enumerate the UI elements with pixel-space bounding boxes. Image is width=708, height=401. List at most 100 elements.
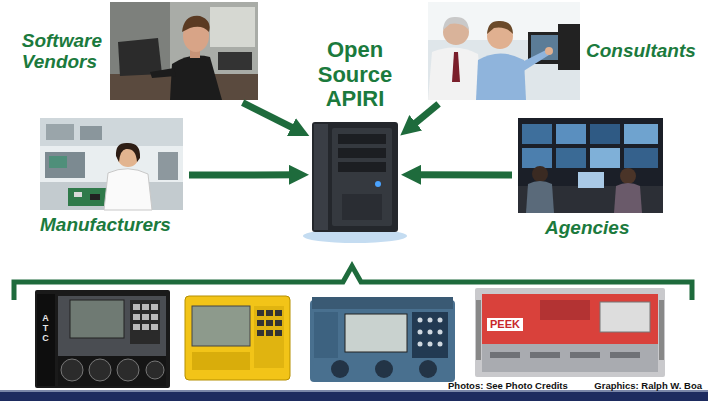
server-tower-part [338, 162, 386, 172]
server-tower-part [342, 194, 382, 220]
blue-controller-part [419, 360, 437, 378]
server-tower-part [375, 181, 381, 187]
manufacturers-photo-part [158, 152, 178, 180]
manufacturers-photo-part [116, 143, 140, 162]
blue-controller-part [375, 360, 393, 378]
rack-controller-part [530, 352, 560, 358]
yellow-controller-part [185, 296, 290, 380]
blue-controller-part [438, 330, 443, 335]
blue-controller-part [418, 330, 423, 335]
blue-controller-part [428, 330, 433, 335]
consultants-photo [428, 2, 580, 100]
blue-controller-part [310, 300, 455, 382]
consultants-photo-part [518, 50, 549, 72]
blue-controller-part [438, 342, 443, 347]
rack-controller-part [610, 352, 640, 358]
atc-controller-part [151, 314, 158, 320]
blue-controller-part [412, 312, 448, 358]
agencies-photo-part [578, 172, 604, 188]
server-tower-part [338, 148, 386, 158]
consultants-photo-part [428, 2, 580, 100]
rack-controller-part [482, 344, 658, 372]
agencies-photo-part [518, 118, 663, 213]
consultants-photo-part [545, 47, 553, 55]
rack-controller-part [482, 294, 658, 344]
rack-controller [475, 288, 665, 377]
manufacturers-photo-part [40, 118, 183, 146]
actor-label: Consultants [586, 40, 696, 61]
agencies-node: Agencies [518, 118, 663, 213]
atc-controller-part [146, 361, 164, 379]
atc-controller-part [142, 314, 149, 320]
agencies-photo-part [624, 148, 658, 168]
server-tower-part [314, 124, 328, 230]
blue-controller-part [418, 342, 423, 347]
manufacturers-photo-part [49, 156, 67, 168]
agencies-photo-part [624, 124, 658, 144]
connector-arrow [408, 104, 439, 129]
consultants-photo-part [476, 54, 526, 101]
manufacturers-photo-part [104, 169, 152, 210]
rack-controller-part [570, 352, 600, 358]
actor-label: Agencies [545, 217, 629, 238]
agencies-photo-part [522, 124, 552, 144]
agencies-photo-part [620, 168, 636, 184]
software-vendor-photo-part [170, 56, 222, 100]
agencies-photo-part [532, 166, 548, 182]
controller-logo: ATC [41, 314, 50, 344]
manufacturers-photo-part [46, 124, 74, 140]
atc-controller-part [37, 294, 55, 386]
credit-note: Graphics: Ralph W. Boa [594, 380, 702, 391]
atc-controller-part [142, 304, 149, 310]
consultants-node: Consultants [428, 2, 580, 100]
consultants-photo-part [487, 21, 513, 34]
rack-controller-part [600, 302, 650, 332]
manufacturers-photo-part [80, 126, 102, 140]
manufacturers-node: Manufacturers [40, 118, 183, 210]
yellow-controller-part [266, 310, 273, 316]
consultants-photo-part [443, 17, 469, 30]
yellow-controller-part [254, 306, 284, 368]
atc-controller-part [133, 314, 140, 320]
software-vendor-photo-part [110, 2, 258, 100]
rack-controller-part [476, 300, 481, 360]
blue-controller-part [314, 312, 338, 358]
server-tower [303, 122, 407, 243]
yellow-controller-part [257, 330, 264, 336]
atc-controller-part [151, 324, 158, 330]
agencies-photo-part [522, 148, 552, 168]
atc-controller-part [117, 359, 139, 381]
atc-controller-part [133, 304, 140, 310]
agencies-photo [518, 118, 663, 213]
blue-controller-part [428, 342, 433, 347]
blue-controller-part [428, 318, 433, 323]
connector-arrow [189, 171, 299, 178]
atc-controller-part [142, 324, 149, 330]
blue-controller-part [438, 318, 443, 323]
agencies-photo-part [590, 148, 620, 168]
agencies-photo-part [614, 183, 642, 213]
connector-arrow [411, 171, 512, 178]
software-vendor-photo-part [218, 52, 252, 70]
actor-label: Manufacturers [40, 214, 171, 235]
manufacturers-photo-part [40, 118, 183, 210]
agencies-photo-part [556, 148, 586, 168]
manufacturers-photo [40, 118, 183, 210]
software-vendors-node: Software Vendors [110, 2, 258, 100]
consultants-photo-part [428, 47, 483, 100]
yellow-controller-part [257, 310, 264, 316]
atc-controller-part [130, 300, 160, 344]
manufacturers-photo-part [74, 192, 82, 197]
actor-label: Software Vendors [22, 30, 102, 73]
agencies-photo-part [526, 181, 554, 213]
atc-controller-part [58, 296, 166, 356]
yellow-controller-part [275, 310, 282, 316]
yellow-controller-part [266, 330, 273, 336]
blue-controller-part [345, 314, 407, 352]
rack-controller-part [540, 300, 590, 320]
software-vendor-photo [110, 2, 258, 100]
blue-controller-part [331, 360, 349, 378]
blue-controller-part [418, 318, 423, 323]
